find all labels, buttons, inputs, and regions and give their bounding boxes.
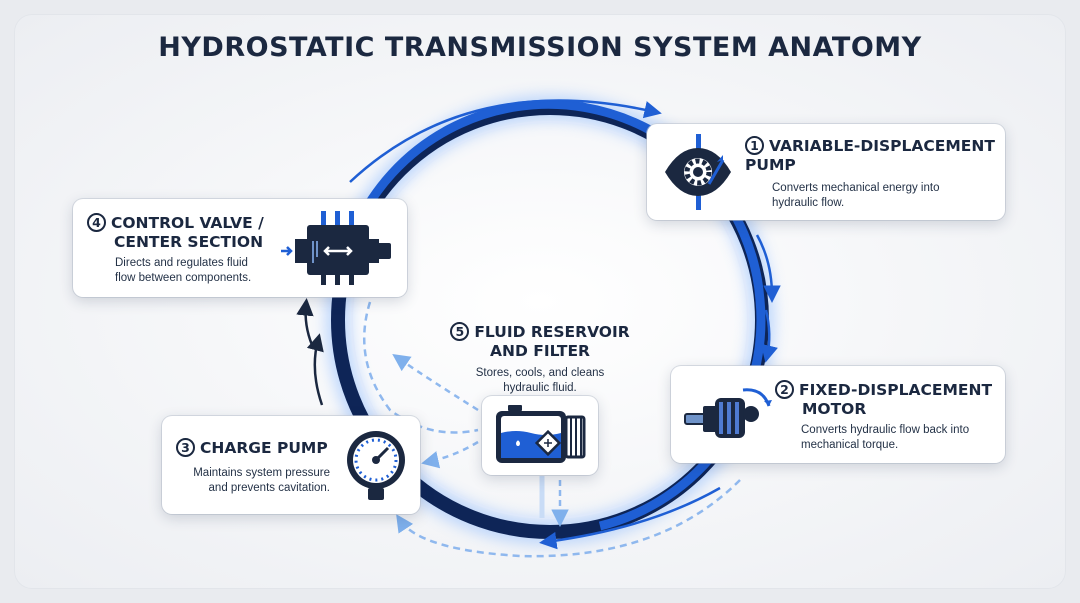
main-loop-inner-line [351, 121, 749, 519]
valve-title-line1: CONTROL VALVE / [111, 214, 264, 232]
motor-desc-line2: mechanical torque. [801, 439, 899, 451]
charge-description: Maintains system pressure and prevents c… [176, 466, 330, 496]
flow-arrow-right-1 [755, 234, 781, 303]
pump-title: 1 VARIABLE-DISPLACEMENT PUMP [745, 136, 995, 175]
reservoir-desc-line2: hydraulic fluid. [503, 382, 577, 394]
valve-block-icon [281, 211, 391, 285]
charge-title: 3 CHARGE PUMP [176, 438, 328, 458]
valve-title-line2: CENTER SECTION [114, 233, 264, 251]
valve-description: Directs and regulates fluid flow between… [115, 256, 251, 286]
motor-description: Converts hydraulic flow back into mechan… [801, 423, 969, 453]
pump-description: Converts mechanical energy into hydrauli… [772, 181, 939, 211]
gear-pump-icon [665, 134, 731, 210]
valve-desc-line1: Directs and regulates fluid [115, 257, 248, 269]
reservoir-number: 5 [450, 322, 470, 341]
reservoir-tank-icon [496, 405, 586, 463]
valve-desc-line2: flow between components. [115, 272, 252, 284]
reservoir-title-line2: AND FILTER [490, 342, 590, 360]
charge-desc-line1: Maintains system pressure [193, 467, 330, 479]
valve-card: 4 CONTROL VALVE / CENTER SECTION Directs … [73, 199, 407, 297]
charge-pump-card: 3 CHARGE PUMP Maintains system pressure a… [162, 416, 420, 514]
flow-arrow-right-2 [760, 309, 778, 363]
reservoir-description: Stores, cools, and cleans hydraulic flui… [440, 366, 640, 396]
pump-desc-line1: Converts mechanical energy into [772, 182, 940, 194]
flow-arrow-top [349, 99, 662, 183]
return-line-outer [396, 479, 741, 558]
flow-arrow-left-2 [296, 298, 314, 346]
motor-title-line2: MOTOR [802, 400, 867, 418]
motor-title: 2 FIXED-DISPLACEMENT MOTOR [775, 380, 992, 419]
motor-number: 2 [775, 380, 794, 399]
pump-title-line1: VARIABLE-DISPLACEMENT [769, 137, 995, 155]
valve-title: 4 CONTROL VALVE / CENTER SECTION [87, 213, 264, 252]
reservoir-desc-line1: Stores, cools, and cleans [475, 367, 605, 379]
flow-arrow-bottom [539, 486, 721, 550]
pump-card: 1 VARIABLE-DISPLACEMENT PUMP Converts mec… [647, 124, 1005, 220]
diagram-title: HYDROSTATIC TRANSMISSION SYSTEM ANATOMY [158, 32, 922, 63]
reservoir-card [482, 396, 598, 475]
return-line-to-charge [421, 440, 479, 469]
pump-title-line2: PUMP [745, 156, 796, 174]
valve-number: 4 [87, 213, 106, 232]
pump-number: 1 [745, 136, 764, 155]
hydraulic-motor-icon [684, 388, 772, 438]
reservoir-title-line1: FLUID RESERVOIR [474, 323, 630, 341]
motor-card: 2 FIXED-DISPLACEMENT MOTOR Converts hydra… [671, 366, 1005, 463]
charge-number: 3 [176, 438, 195, 457]
flow-arrow-left-1 [306, 333, 324, 406]
motor-desc-line1: Converts hydraulic flow back into [801, 424, 970, 436]
pump-desc-line2: hydraulic flow. [772, 197, 845, 209]
pressure-gauge-icon [347, 431, 405, 500]
return-line-inner [363, 301, 479, 434]
motor-title-line1: FIXED-DISPLACEMENT [799, 381, 993, 399]
charge-title-text: CHARGE PUMP [200, 439, 328, 457]
charge-desc-line2: and prevents cavitation. [208, 482, 330, 494]
